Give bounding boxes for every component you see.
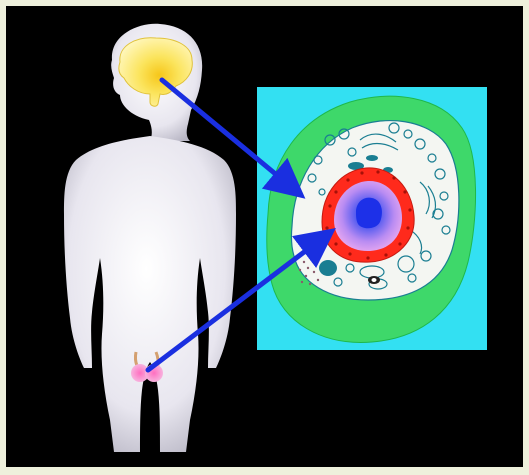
- cell-cross-section-icon: [257, 87, 487, 350]
- nucleolus: [356, 198, 382, 229]
